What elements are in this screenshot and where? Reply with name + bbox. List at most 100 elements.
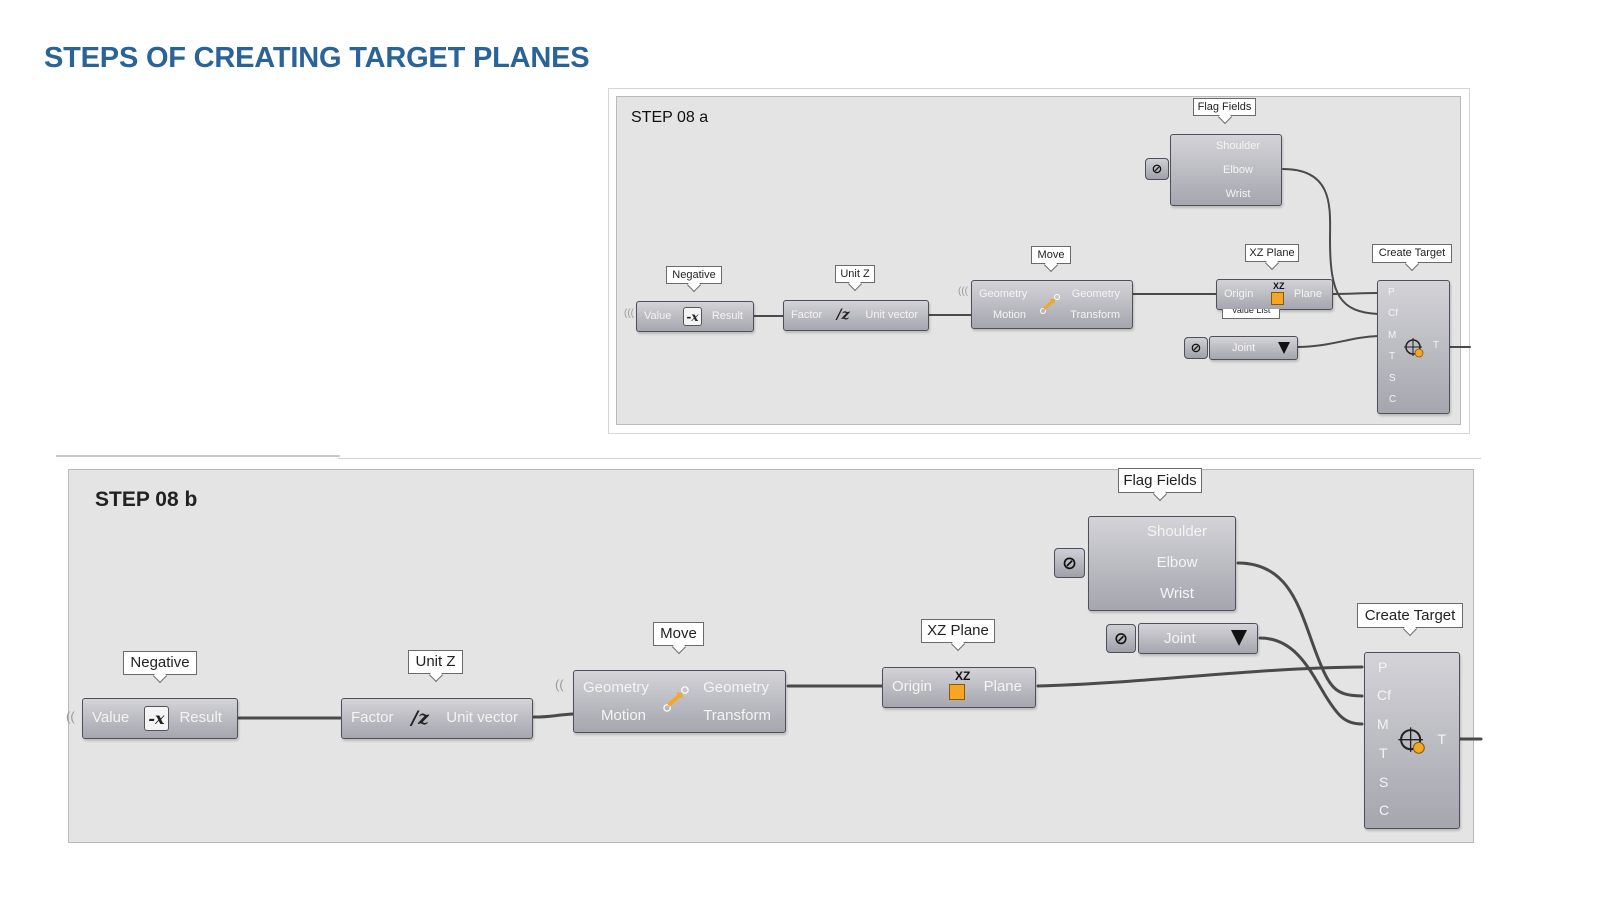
create-target-output-t[interactable]: T: [1437, 731, 1446, 747]
negative-component[interactable]: Value -x Result: [82, 698, 238, 739]
create-target-input-cf[interactable]: Cf: [1377, 687, 1391, 703]
unit-z-tag: Unit Z: [408, 650, 463, 674]
list-item[interactable]: Shoulder: [1146, 523, 1208, 540]
link-icon: ⊘: [1113, 628, 1129, 648]
page-title: STEPS OF CREATING TARGET PLANES: [44, 42, 590, 74]
value-list-tag: Value List: [1222, 309, 1280, 319]
create-target-input-c[interactable]: C: [1379, 802, 1390, 818]
negate-icon: -x: [683, 307, 702, 326]
create-target-output-t[interactable]: T: [1432, 340, 1439, 351]
xz-plane-input-origin[interactable]: Origin: [1224, 288, 1254, 300]
xz-plane-component[interactable]: Origin XZ Plane: [882, 667, 1036, 708]
step-a-label: STEP 08 a: [631, 109, 709, 126]
flag-fields-tag: Flag Fields: [1118, 468, 1202, 493]
unit-z-icon: /z: [411, 707, 429, 729]
negative-output-result[interactable]: Result: [711, 310, 743, 322]
link-button[interactable]: ⊘: [1054, 548, 1085, 578]
xz-icon-label: XZ: [955, 669, 971, 683]
move-output-geometry[interactable]: Geometry: [1071, 288, 1120, 300]
dropdown-arrow-icon[interactable]: [1231, 630, 1247, 646]
step-b-canvas: [68, 469, 1474, 843]
joint-dropdown[interactable]: Joint: [1138, 623, 1258, 654]
move-input-geometry[interactable]: Geometry: [979, 288, 1028, 300]
create-target-input-t[interactable]: T: [1389, 351, 1396, 362]
create-target-component[interactable]: P Cf M T S C T: [1377, 280, 1450, 414]
unit-z-component[interactable]: Factor /z Unit vector: [783, 300, 929, 331]
link-button[interactable]: ⊘: [1106, 624, 1136, 653]
link-button[interactable]: ⊘: [1145, 158, 1169, 180]
create-target-input-t[interactable]: T: [1379, 745, 1388, 761]
unit-z-input-factor[interactable]: Factor: [791, 309, 823, 321]
xz-plane-icon: XZ: [1267, 281, 1287, 306]
link-icon: ⊘: [1151, 161, 1163, 176]
xz-plane-output-plane[interactable]: Plane: [1293, 288, 1322, 300]
step-a-frame: [608, 88, 1470, 434]
unit-z-icon: /z: [836, 307, 850, 323]
section-divider: [56, 455, 340, 457]
negative-input-value[interactable]: Value: [644, 310, 672, 322]
negate-icon: -x: [144, 706, 169, 731]
unit-z-output-unit-vector[interactable]: Unit vector: [446, 709, 518, 726]
flag-fields-list[interactable]: Shoulder Elbow Wrist: [1088, 516, 1236, 611]
move-component[interactable]: Geometry Motion Geometry Transform: [971, 280, 1133, 329]
flag-fields-list[interactable]: Shoulder Elbow Wrist: [1170, 134, 1282, 206]
joint-selected-value: Joint: [1164, 630, 1196, 647]
xz-plane-tag: XZ Plane: [1245, 244, 1299, 262]
section-divider: [338, 458, 1481, 459]
create-target-input-cf[interactable]: Cf: [1388, 308, 1398, 319]
xz-plane-icon: XZ: [945, 669, 973, 704]
list-item[interactable]: Wrist: [1160, 585, 1194, 602]
create-target-component[interactable]: P Cf M T S C T: [1364, 652, 1460, 829]
create-target-tag: Create Target: [1357, 603, 1463, 628]
list-item[interactable]: Elbow: [1156, 554, 1198, 571]
move-output-geometry[interactable]: Geometry: [703, 679, 769, 696]
move-tag: Move: [653, 622, 704, 646]
negative-tag: Negative: [666, 266, 722, 284]
create-target-input-p[interactable]: P: [1378, 659, 1388, 675]
create-target-input-m[interactable]: M: [1388, 330, 1397, 341]
xz-icon-label: XZ: [1273, 281, 1285, 291]
flag-fields-tag: Flag Fields: [1193, 98, 1256, 116]
input-grip-icon: (((: [624, 308, 634, 319]
negative-component[interactable]: Value -x Result: [636, 301, 754, 332]
create-target-input-s[interactable]: S: [1389, 373, 1396, 384]
xz-plane-input-origin[interactable]: Origin: [892, 678, 933, 695]
dropdown-arrow-icon[interactable]: [1278, 342, 1290, 354]
xz-plane-output-plane[interactable]: Plane: [983, 678, 1022, 695]
joint-dropdown[interactable]: Joint: [1209, 336, 1298, 360]
link-icon: ⊘: [1061, 552, 1078, 573]
unit-z-component[interactable]: Factor /z Unit vector: [341, 698, 533, 739]
move-output-transform[interactable]: Transform: [703, 707, 771, 724]
unit-z-input-factor[interactable]: Factor: [351, 709, 394, 726]
list-item[interactable]: Shoulder: [1215, 140, 1261, 152]
unit-z-output-unit-vector[interactable]: Unit vector: [865, 309, 918, 321]
list-item[interactable]: Elbow: [1223, 164, 1253, 176]
target-crosshair-icon: [1404, 338, 1424, 358]
input-grip-icon: ((: [555, 677, 564, 692]
xz-plane-component[interactable]: Origin XZ Plane: [1216, 279, 1333, 310]
negative-input-value[interactable]: Value: [92, 709, 130, 726]
joint-selected-value: Joint: [1232, 342, 1256, 354]
create-target-input-c[interactable]: C: [1389, 394, 1397, 405]
link-button[interactable]: ⊘: [1184, 337, 1208, 359]
create-target-tag: Create Target: [1372, 244, 1452, 263]
move-component[interactable]: Geometry Motion Geometry Transform: [573, 670, 786, 733]
target-crosshair-icon: [1398, 727, 1425, 754]
negative-tag: Negative: [123, 651, 197, 675]
list-item[interactable]: Wrist: [1225, 188, 1251, 200]
move-tag: Move: [1031, 246, 1071, 264]
create-target-input-m[interactable]: M: [1377, 716, 1389, 732]
create-target-input-p[interactable]: P: [1388, 287, 1395, 298]
move-input-geometry[interactable]: Geometry: [583, 679, 649, 696]
move-output-transform[interactable]: Transform: [1070, 309, 1120, 321]
unit-z-tag: Unit Z: [835, 265, 875, 283]
step-b-label: STEP 08 b: [95, 488, 198, 511]
create-target-input-s[interactable]: S: [1379, 774, 1389, 790]
move-input-motion[interactable]: Motion: [601, 707, 647, 724]
input-grip-icon: ((: [66, 709, 75, 724]
move-input-motion[interactable]: Motion: [993, 309, 1027, 321]
negative-output-result[interactable]: Result: [179, 709, 222, 726]
move-arrow-icon: [1040, 294, 1060, 314]
